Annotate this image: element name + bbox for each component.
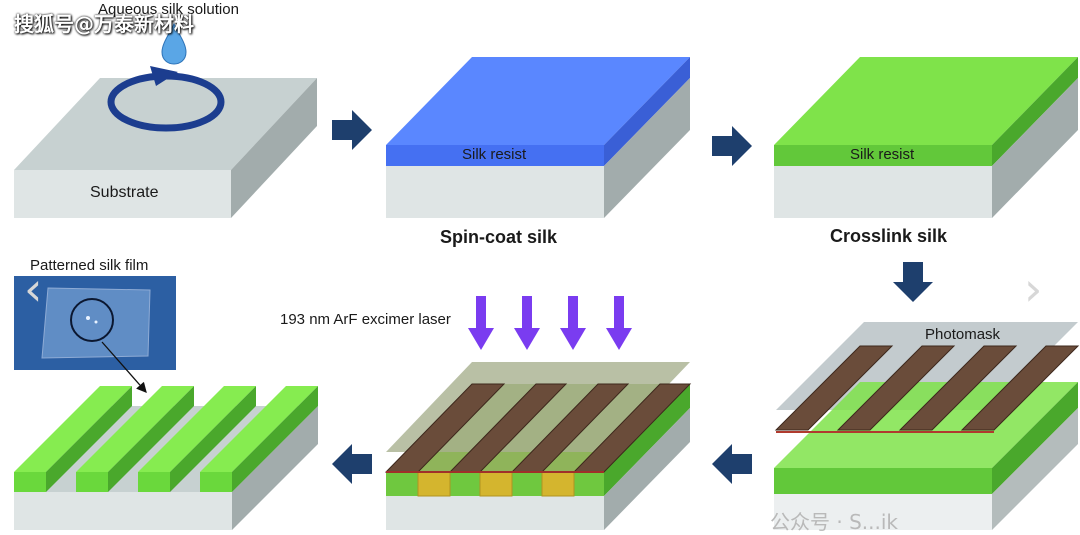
patterned-film-label: Patterned silk film [30,257,148,274]
water-drop-icon [161,22,187,65]
exposure-mask-strips [384,383,692,473]
aqueous-label: Aqueous silk solution [98,1,239,18]
process-arrow-2 [712,126,752,166]
panel-exposure: 193 nm ArF excimer laser [280,296,692,530]
silk-resist-label-1: Silk resist [462,146,527,163]
mask-strips [774,345,1080,431]
substrate-label: Substrate [90,184,159,201]
process-arrow-down [893,262,933,302]
rotation-arrow-icon [107,66,225,132]
laser-label: 193 nm ArF excimer laser [280,311,451,328]
panel-spin-coat: Silk resist Spin-coat silk [386,57,690,247]
laser-arrows [468,296,632,350]
substrate-front [14,170,231,218]
panel-substrate: Substrate Aqueous silk solution [14,1,317,218]
photomask-label: Photomask [925,326,1001,343]
bottom-watermark: 公众号 · S...ik [770,510,898,534]
panel-crosslink: Silk resist Crosslink silk [774,57,1078,246]
process-arrow-4 [332,444,372,484]
substrate-top [14,78,317,170]
panel-patterned: Patterned silk film [14,257,318,530]
spin-coat-caption: Spin-coat silk [440,227,558,247]
silk-lines [14,386,318,492]
silk-resist-label-2: Silk resist [850,146,915,163]
chevron-left-icon[interactable]: ‹ [24,262,43,316]
watermark: 搜狐号@万泰新材料 [14,12,194,36]
panel-photomask: Photomask [774,322,1080,530]
patterned-film-photo [14,276,176,370]
chevron-right-icon[interactable]: › [1024,262,1043,316]
process-arrow-3 [712,444,752,484]
substrate-side [231,78,317,218]
process-arrow-1 [332,110,372,150]
crosslink-caption: Crosslink silk [830,226,948,246]
